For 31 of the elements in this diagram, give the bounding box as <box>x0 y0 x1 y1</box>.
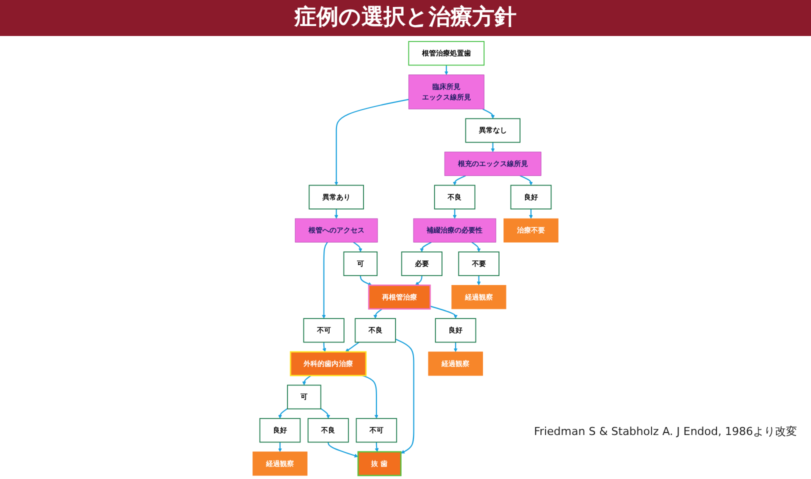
arrow <box>490 142 495 152</box>
arrow <box>444 65 448 75</box>
arrow <box>430 306 458 319</box>
arrow <box>322 242 328 319</box>
slide-title: 症例の選択と治療方針 <box>0 0 811 36</box>
arrow <box>529 208 533 219</box>
arrow <box>373 308 383 319</box>
arrow <box>476 276 481 286</box>
arrow <box>278 408 288 419</box>
arrow <box>454 342 458 352</box>
arrow <box>334 208 338 219</box>
arrow <box>353 242 362 252</box>
arrow <box>334 98 409 186</box>
arrow <box>420 242 432 252</box>
arrow <box>360 276 372 286</box>
citation-note: Friedman S & Stabholz A. J Endod, 1986より改変 <box>534 424 797 439</box>
arrow <box>520 175 533 186</box>
arrow <box>482 108 495 119</box>
arrow <box>472 242 481 252</box>
arrow <box>362 375 378 419</box>
arrow <box>395 338 414 454</box>
arrow <box>322 342 326 352</box>
arrow <box>452 175 466 186</box>
arrow <box>345 342 360 352</box>
arrow <box>415 276 422 286</box>
arrow <box>278 442 282 452</box>
arrow <box>320 408 330 419</box>
arrow <box>328 442 358 458</box>
arrow <box>452 208 457 219</box>
arrow <box>302 375 312 386</box>
arrow <box>374 442 379 452</box>
